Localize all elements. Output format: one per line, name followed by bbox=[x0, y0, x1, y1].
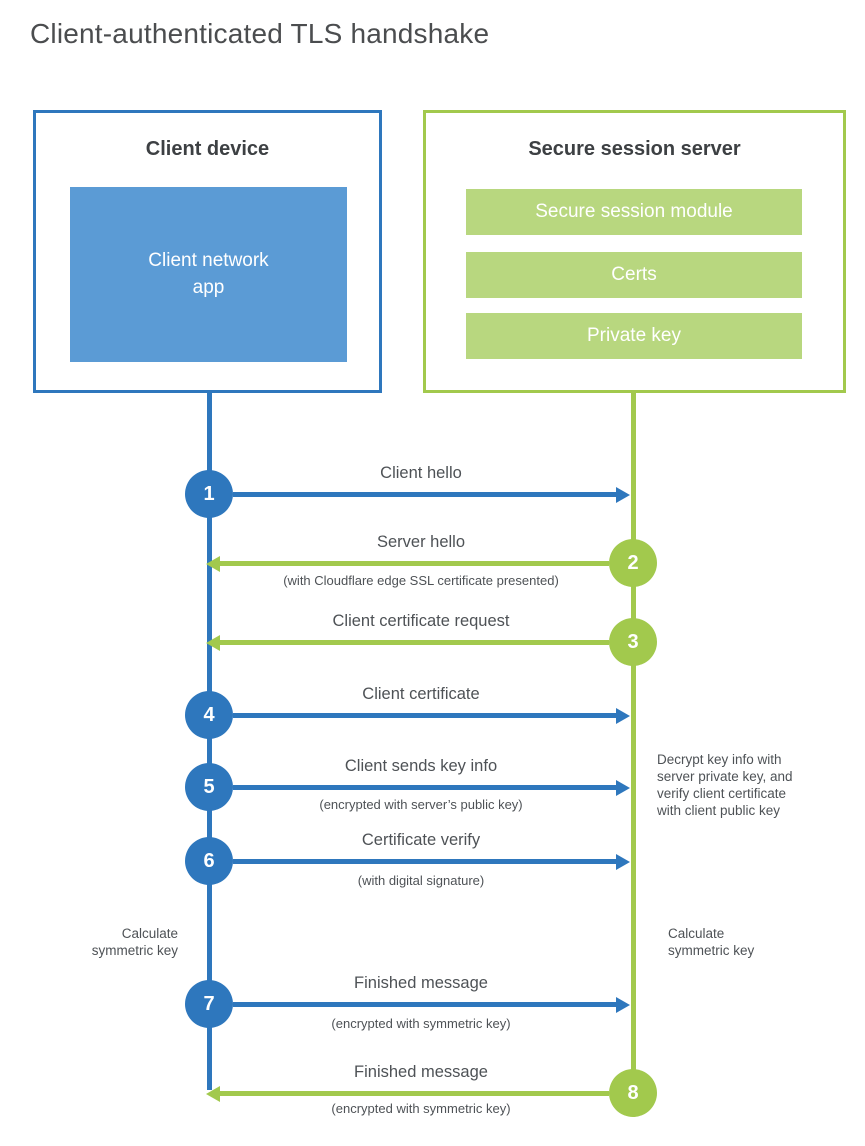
server-module-label: Secure session module bbox=[535, 201, 733, 222]
step-5-number: 5 bbox=[203, 775, 215, 798]
step-2-badge: 2 bbox=[609, 539, 657, 587]
step-7-arrow bbox=[233, 996, 630, 1013]
secure-session-server-box: Secure session server Secure session mod… bbox=[423, 110, 846, 393]
step-1-arrow bbox=[233, 486, 630, 503]
server-module-bar-certs: Certs bbox=[466, 252, 802, 298]
step-6-arrow bbox=[233, 853, 630, 870]
step-7-badge: 7 bbox=[185, 980, 233, 1028]
step-1-number: 1 bbox=[203, 482, 215, 505]
step-5-label: Client sends key info bbox=[344, 757, 498, 775]
step-1-label: Client hello bbox=[380, 464, 462, 482]
step-2-subtext: (with Cloudflare edge SSL certificate pr… bbox=[283, 573, 559, 588]
step-2-number: 2 bbox=[627, 551, 639, 574]
step-2-arrow bbox=[206, 555, 609, 572]
diagram-title: Client-authenticated TLS handshake bbox=[30, 18, 490, 49]
server-decrypt-note: Decrypt key info with server private key… bbox=[657, 752, 793, 818]
step-3-number: 3 bbox=[627, 630, 639, 653]
step-7-label: Finished message bbox=[354, 974, 488, 992]
step-4-arrow bbox=[233, 707, 630, 724]
step-8-label: Finished message bbox=[354, 1063, 488, 1081]
step-5-arrow bbox=[233, 779, 630, 796]
step-6-badge: 6 bbox=[185, 837, 233, 885]
step-5-subtext: (encrypted with server’s public key) bbox=[319, 797, 523, 812]
step-3-badge: 3 bbox=[609, 618, 657, 666]
server-module-label: Private key bbox=[587, 325, 681, 346]
client-network-app-box: Client network app bbox=[70, 187, 347, 362]
step-6-subtext: (with digital signature) bbox=[357, 873, 485, 888]
server-module-bar-private-key: Private key bbox=[466, 313, 802, 359]
step-1-badge: 1 bbox=[185, 470, 233, 518]
step-3-arrow bbox=[206, 634, 609, 651]
step-2-label: Server hello bbox=[376, 533, 466, 551]
step-8-number: 8 bbox=[627, 1081, 639, 1104]
client-lifeline bbox=[207, 393, 212, 1090]
step-6-number: 6 bbox=[203, 849, 215, 872]
step-3-label: Client certificate request bbox=[332, 612, 510, 630]
secure-session-server-title: Secure session server bbox=[528, 138, 741, 160]
client-calc-symmetric-key-note: Calculate symmetric key bbox=[91, 926, 178, 958]
server-calc-symmetric-key-note: Calculate symmetric key bbox=[668, 926, 755, 958]
client-device-title: Client device bbox=[145, 138, 270, 160]
server-module-label: Certs bbox=[611, 264, 657, 285]
server-lifeline bbox=[631, 393, 636, 1093]
client-device-box: Client device Client network app bbox=[33, 110, 382, 393]
step-4-label: Client certificate bbox=[362, 685, 480, 703]
step-8-arrow bbox=[206, 1085, 609, 1102]
step-7-subtext: (encrypted with symmetric key) bbox=[331, 1016, 511, 1031]
step-5-badge: 5 bbox=[185, 763, 233, 811]
client-network-app-label: Client network app bbox=[148, 249, 269, 298]
step-8-subtext: (encrypted with symmetric key) bbox=[331, 1101, 511, 1116]
step-4-number: 4 bbox=[203, 703, 215, 726]
step-8-badge: 8 bbox=[609, 1069, 657, 1117]
server-module-bar-secure-session-module: Secure session module bbox=[466, 189, 802, 235]
step-4-badge: 4 bbox=[185, 691, 233, 739]
step-7-number: 7 bbox=[203, 992, 215, 1015]
step-6-label: Certificate verify bbox=[361, 831, 481, 849]
